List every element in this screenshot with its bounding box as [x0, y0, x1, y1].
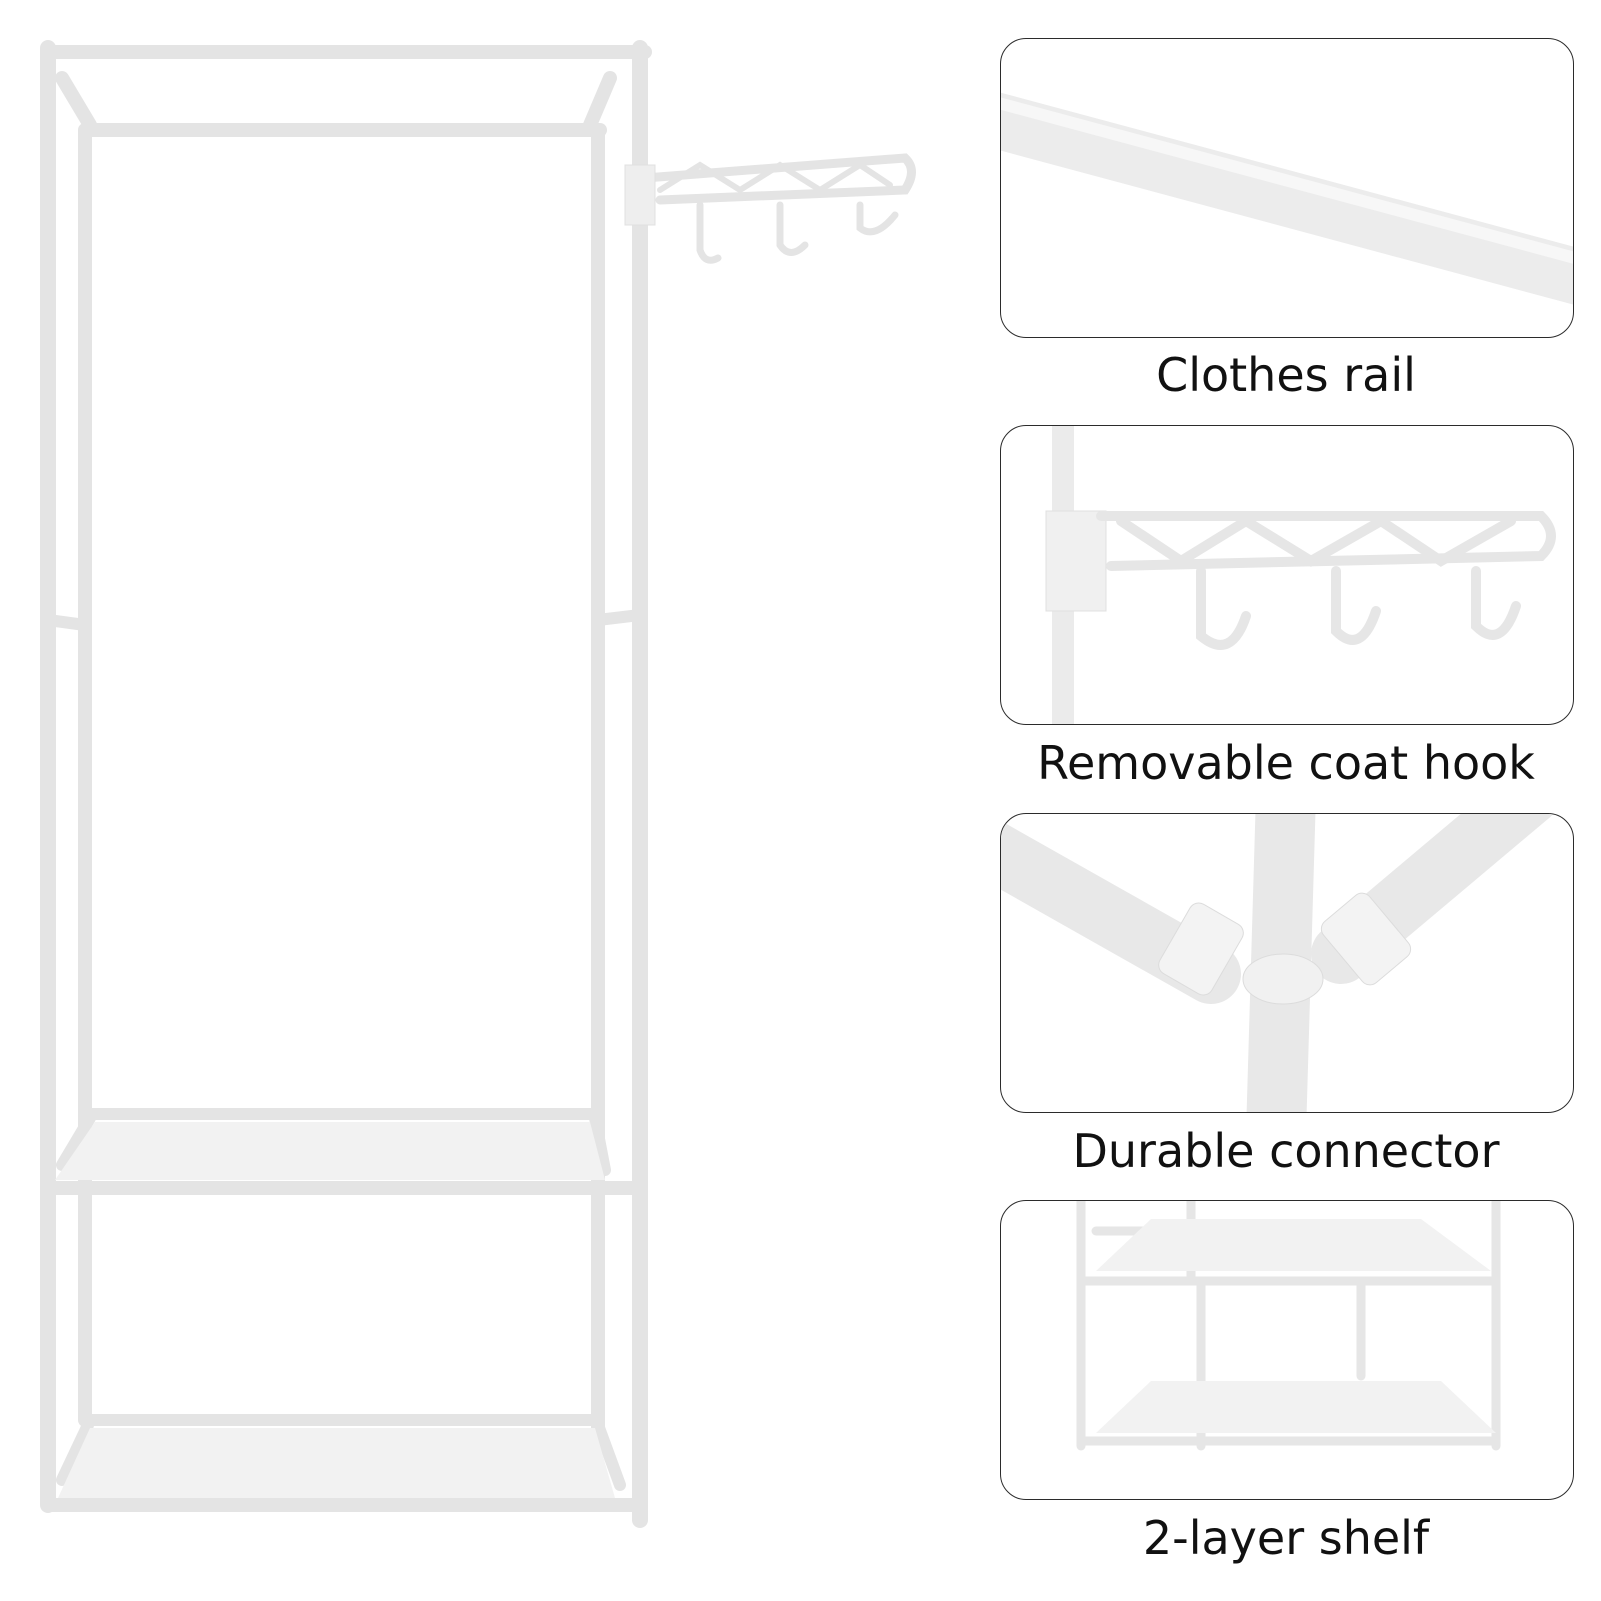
clothes-rack-illustration — [40, 40, 916, 1528]
caption-clothes-rail: Clothes rail — [1156, 348, 1416, 402]
caption-removable-coat-hook: Removable coat hook — [1037, 736, 1535, 790]
coat-hook-closeup — [1045, 426, 1556, 724]
caption-durable-connector: Durable connector — [1072, 1124, 1500, 1178]
two-layer-shelf-closeup — [1076, 1201, 1501, 1451]
feature-panel-hook — [1000, 425, 1574, 725]
feature-panel-rail — [1000, 38, 1574, 338]
feature-panel-shelf — [1000, 1200, 1574, 1500]
connector-closeup — [1001, 814, 1554, 1112]
caption-2-layer-shelf: 2-layer shelf — [1142, 1511, 1430, 1565]
clothes-rail-closeup — [1001, 92, 1573, 305]
feature-panel-connector — [1000, 813, 1574, 1113]
